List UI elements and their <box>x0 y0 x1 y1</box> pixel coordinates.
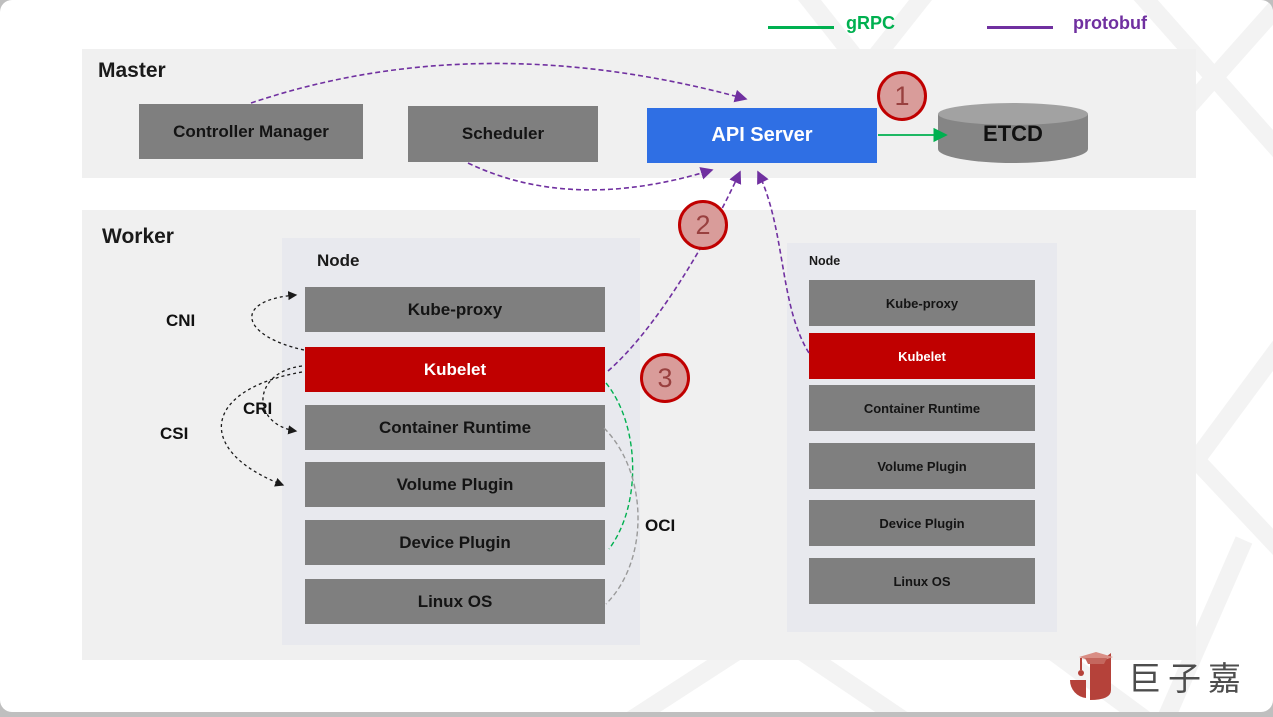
left-node-row-kube-proxy: Kube-proxy <box>305 287 605 332</box>
right-node-row-container-runtime: Container Runtime <box>809 385 1035 431</box>
left-node-row-container-runtime: Container Runtime <box>305 405 605 450</box>
step-circle-2: 2 <box>678 200 728 250</box>
left-node-row-volume-plugin: Volume Plugin <box>305 462 605 507</box>
brand-logo-text: 巨子嘉 <box>1128 660 1248 697</box>
protobuf-legend-line <box>987 26 1053 29</box>
oci-label: OCI <box>645 516 676 535</box>
step-circle-3: 3 <box>640 353 690 403</box>
scheduler-box: Scheduler <box>408 106 598 162</box>
step-circle-1: 1 <box>877 71 927 121</box>
left-node-row-kubelet: Kubelet <box>305 347 605 392</box>
brand-logo: 巨子嘉 <box>1068 650 1248 702</box>
csi-label: CSI <box>160 424 189 443</box>
api-server-box: API Server <box>647 108 877 163</box>
master-section-title: Master <box>98 59 166 82</box>
right-node-row-linux-os: Linux OS <box>809 558 1035 604</box>
right-node-label: Node <box>809 254 841 268</box>
cri-label: CRI <box>243 399 273 418</box>
left-node-row-device-plugin: Device Plugin <box>305 520 605 565</box>
right-node-row-kubelet: Kubelet <box>809 333 1035 379</box>
etcd-cylinder: ETCD <box>938 103 1088 163</box>
controller-manager-box: Controller Manager <box>139 104 363 159</box>
right-node-row-volume-plugin: Volume Plugin <box>809 443 1035 489</box>
right-node-panel: Node Kube-proxy Kubelet Container Runtim… <box>787 243 1057 632</box>
right-node-row-device-plugin: Device Plugin <box>809 500 1035 546</box>
etcd-cylinder-top <box>938 103 1088 125</box>
right-node-row-kube-proxy: Kube-proxy <box>809 280 1035 326</box>
grpc-legend-line <box>768 26 834 29</box>
protobuf-legend-label: protobuf <box>1073 13 1147 33</box>
brand-logo-icon <box>1069 652 1113 700</box>
left-node-panel: Node Kube-proxy Kubelet Container Runtim… <box>282 238 640 645</box>
cni-label: CNI <box>166 311 196 330</box>
worker-section-title: Worker <box>102 225 174 248</box>
left-node-label: Node <box>317 251 360 270</box>
grpc-legend-label: gRPC <box>846 13 895 33</box>
left-node-row-linux-os: Linux OS <box>305 579 605 624</box>
etcd-label: ETCD <box>983 121 1043 146</box>
